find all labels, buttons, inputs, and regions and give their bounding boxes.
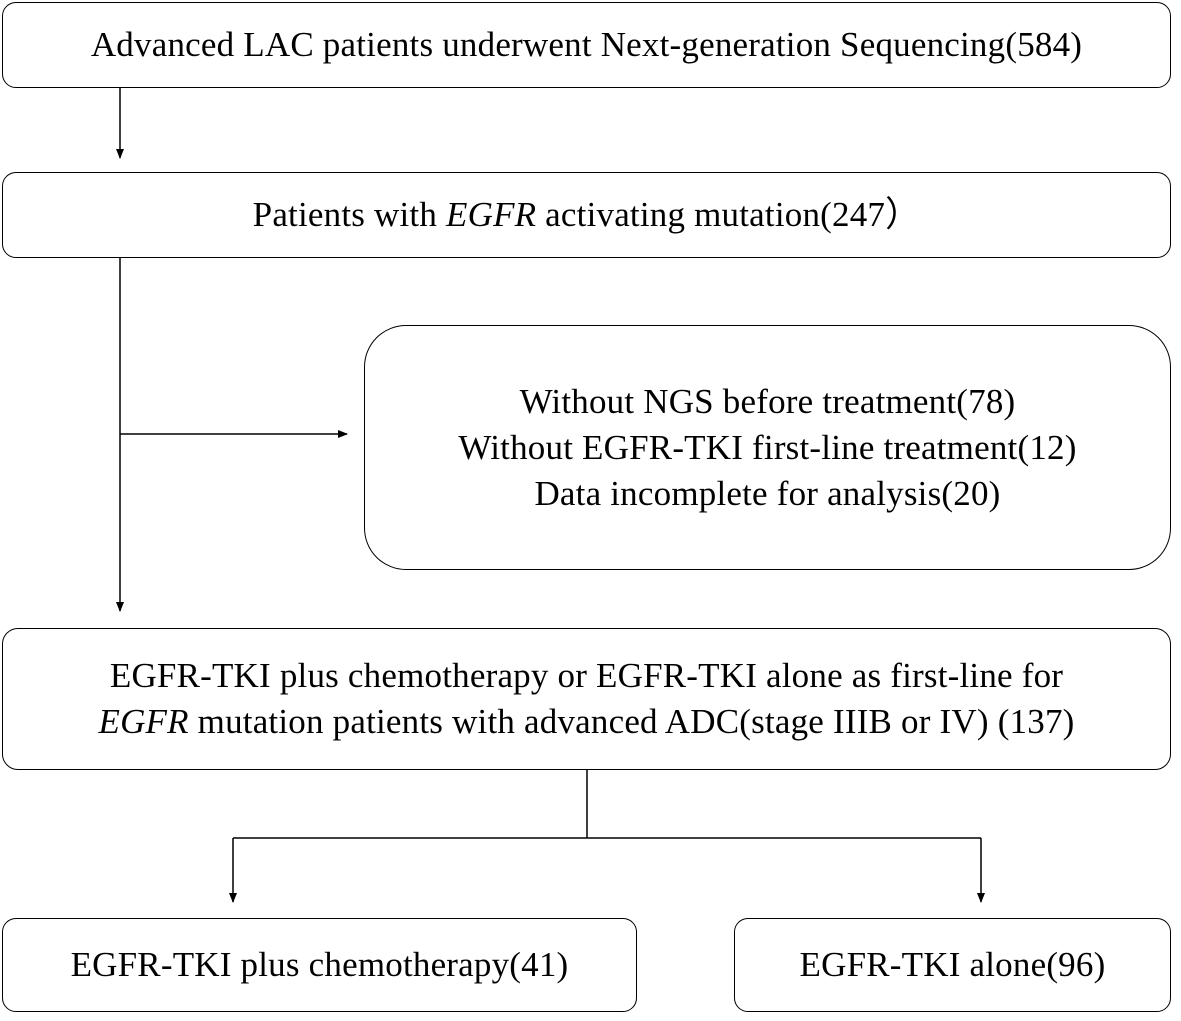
box-egfr-post: activating mutation(247） [536, 195, 921, 234]
excluded-reason-3: Data incomplete for analysis(20) [534, 473, 1001, 513]
box-combo-therapy: EGFR-TKI plus chemotherapy(41) [2, 918, 637, 1012]
box-egfr-mutation: Patients with EGFR activating mutation(2… [2, 172, 1171, 258]
box-combo-text: EGFR-TKI plus chemotherapy(41) [70, 945, 569, 984]
box-egfr-pre: Patients with [252, 195, 447, 234]
excluded-reason-1: Without NGS before treatment(78) [519, 381, 1016, 421]
box-screened-patients: Advanced LAC patients underwent Next-gen… [2, 2, 1171, 88]
box-tki-alone: EGFR-TKI alone(96) [734, 918, 1171, 1012]
cohort-line-1: EGFR-TKI plus chemotherapy or EGFR-TKI a… [109, 656, 1064, 695]
box-egfr-text: Patients with EGFR activating mutation(2… [253, 192, 921, 238]
cohort-line-2-rest: mutation patients with advanced ADC(stag… [188, 702, 1075, 741]
box-screened-text: Advanced LAC patients underwent Next-gen… [90, 25, 1083, 64]
excluded-reason-2: Without EGFR-TKI first-line treatment(12… [458, 427, 1077, 467]
box-alone-text: EGFR-TKI alone(96) [799, 945, 1106, 984]
cohort-line-2: EGFR mutation patients with advanced ADC… [98, 699, 1074, 745]
cohort-gene: EGFR [98, 702, 189, 741]
box-study-cohort: EGFR-TKI plus chemotherapy or EGFR-TKI a… [2, 628, 1171, 770]
box-excluded-patients: Without NGS before treatment(78) Without… [364, 325, 1171, 570]
box-egfr-gene: EGFR [446, 195, 537, 234]
